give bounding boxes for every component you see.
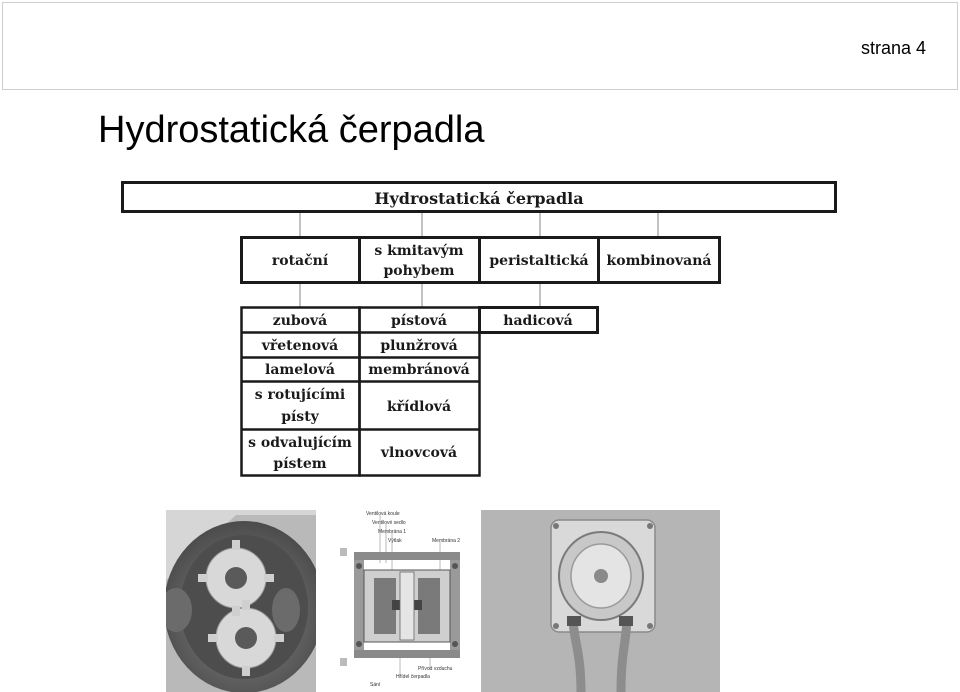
pump-vlnovcova: vlnovcová [380,445,457,461]
label-vytlak: Výtlak [388,538,402,544]
pump-pistova: pístová [391,313,447,329]
label-hridel: Hřídel čerpadla [396,674,430,680]
membrane-pump-schematic: Ventilová koule Ventilové sedlo Membrána… [340,508,466,692]
pump-rotujici-line1: s rotujícími [255,387,345,403]
gear-pump-photo [166,510,316,692]
category-kombinovana: kombinovaná [607,253,712,269]
pump-membranova: membránová [368,362,470,378]
pump-zubova: zubová [273,313,327,329]
label-privod-vzduchu: Přívod vzduchu [418,666,453,672]
pump-rotujici-line2: písty [281,409,319,425]
pump-vretenova: vřetenová [261,338,339,354]
pump-hadicova: hadicová [503,313,572,329]
label-ventilova-koule: Ventilová koule [366,511,400,517]
label-ventilove-sedlo: Ventilové sedlo [372,520,406,526]
category-box-kmitavy [358,236,481,284]
root-box [121,181,837,213]
pump-odvalujici-line2: pístem [273,456,326,472]
pump-kridlova: křídlová [387,399,451,415]
category-kmitavy-line2: pohybem [384,263,455,279]
hadicova-box [478,306,599,334]
label-membrana-1: Membrána 1 [378,529,406,535]
category-box-kombinovana [597,236,721,284]
category-rotacni: rotační [272,253,329,269]
pump-odvalujici-line1: s odvalujícím [248,435,352,451]
peristaltic-pump-photo [481,510,720,692]
page-title: Hydrostatická čerpadla [98,109,485,151]
category-kmitavy-line1: s kmitavým [374,242,463,259]
category-box-rotacni [240,236,361,284]
label-membrana-2: Membrána 2 [432,538,460,544]
header-box: strana 4 [2,2,958,90]
label-sani: Sání [370,682,381,688]
pump-lamelova: lamelová [265,362,335,378]
rotacni-column [240,306,361,477]
kmitavy-column [358,306,481,477]
root-label: Hydrostatická čerpadla [374,189,583,208]
category-box-peristalticka [478,236,600,284]
pump-plunzrova: plunžrová [380,338,457,354]
category-peristalticka: peristaltická [489,253,588,269]
page-number: strana 4 [860,38,926,58]
